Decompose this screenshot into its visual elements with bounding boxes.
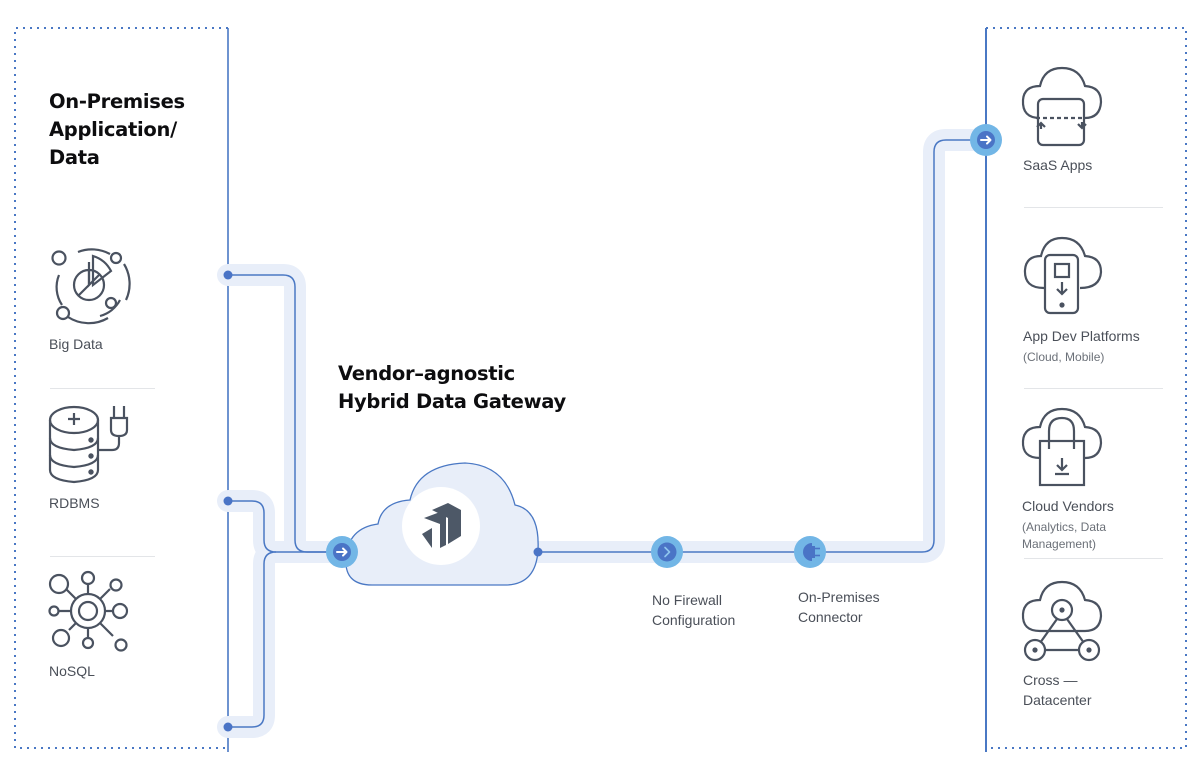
junction-dot-rdbms bbox=[223, 496, 233, 506]
target-sub-app-dev: (Cloud, Mobile) bbox=[1023, 350, 1105, 364]
on-premises-container bbox=[14, 27, 229, 752]
target-label-app-dev: App Dev Platforms bbox=[1023, 328, 1140, 344]
heading-line: Data bbox=[49, 146, 100, 169]
label-line: Cross — bbox=[1023, 672, 1078, 688]
saas-cloud-sync-icon bbox=[1021, 66, 1103, 147]
junction-dot-big-data bbox=[223, 270, 233, 280]
connector-node[interactable] bbox=[794, 536, 826, 568]
heading-line: On-Premises bbox=[49, 90, 185, 113]
saas-input-node[interactable] bbox=[970, 124, 1002, 156]
sub-line: (Analytics, Data bbox=[1022, 520, 1107, 534]
database-plug-icon bbox=[48, 405, 129, 484]
label-line: Configuration bbox=[652, 612, 736, 628]
gateway-cloud[interactable] bbox=[345, 462, 539, 586]
junction-dot-nosql bbox=[223, 722, 233, 732]
gateway-title: Vendor–agnostic Hybrid Data Gateway bbox=[338, 360, 566, 416]
target-label-cloud-vendors: Cloud Vendors bbox=[1022, 498, 1114, 514]
target-label-cross-dc: Cross — Datacenter bbox=[1023, 670, 1091, 710]
arrow-right-icon bbox=[336, 547, 348, 557]
divider bbox=[50, 556, 155, 557]
label-line: Datacenter bbox=[1023, 692, 1092, 708]
pipe-lines bbox=[228, 139, 986, 728]
sub-line: Management) bbox=[1022, 537, 1097, 551]
no-firewall-node[interactable] bbox=[651, 536, 683, 568]
label-line: Connector bbox=[798, 609, 863, 625]
divider bbox=[1024, 388, 1163, 389]
network-hub-icon bbox=[48, 570, 129, 652]
gateway-title-line: Hybrid Data Gateway bbox=[338, 390, 566, 413]
no-firewall-label: No Firewall Configuration bbox=[652, 590, 735, 630]
label-line: No Firewall bbox=[652, 592, 723, 608]
gateway-title-line: Vendor–agnostic bbox=[338, 362, 515, 385]
label-line: On-Premises bbox=[798, 589, 880, 605]
cloud-mobile-icon bbox=[1023, 236, 1103, 315]
heading-line: Application/ bbox=[49, 118, 177, 141]
source-label-nosql: NoSQL bbox=[49, 663, 95, 679]
divider bbox=[1024, 558, 1163, 559]
cloud-triangle-network-icon bbox=[1021, 580, 1103, 662]
target-sub-cloud-vendors: (Analytics, Data Management) bbox=[1022, 519, 1106, 553]
divider bbox=[1024, 207, 1163, 208]
source-label-big-data: Big Data bbox=[49, 336, 103, 352]
cloud-bag-icon bbox=[1021, 407, 1103, 487]
arrow-right-icon bbox=[980, 135, 992, 145]
big-data-icon bbox=[51, 248, 131, 325]
plug-icon bbox=[803, 543, 820, 561]
divider bbox=[50, 388, 155, 389]
target-label-saas: SaaS Apps bbox=[1023, 157, 1093, 173]
source-label-rdbms: RDBMS bbox=[49, 495, 100, 511]
chevron-right-icon bbox=[664, 546, 671, 558]
connector-label: On-Premises Connector bbox=[798, 587, 880, 627]
on-premises-heading: On-Premises Application/ Data bbox=[49, 88, 185, 172]
gateway-logo-icon bbox=[422, 503, 461, 548]
pipe-bands bbox=[217, 129, 997, 738]
gateway-input-node[interactable] bbox=[326, 536, 358, 568]
gateway-output-dot bbox=[533, 547, 543, 557]
